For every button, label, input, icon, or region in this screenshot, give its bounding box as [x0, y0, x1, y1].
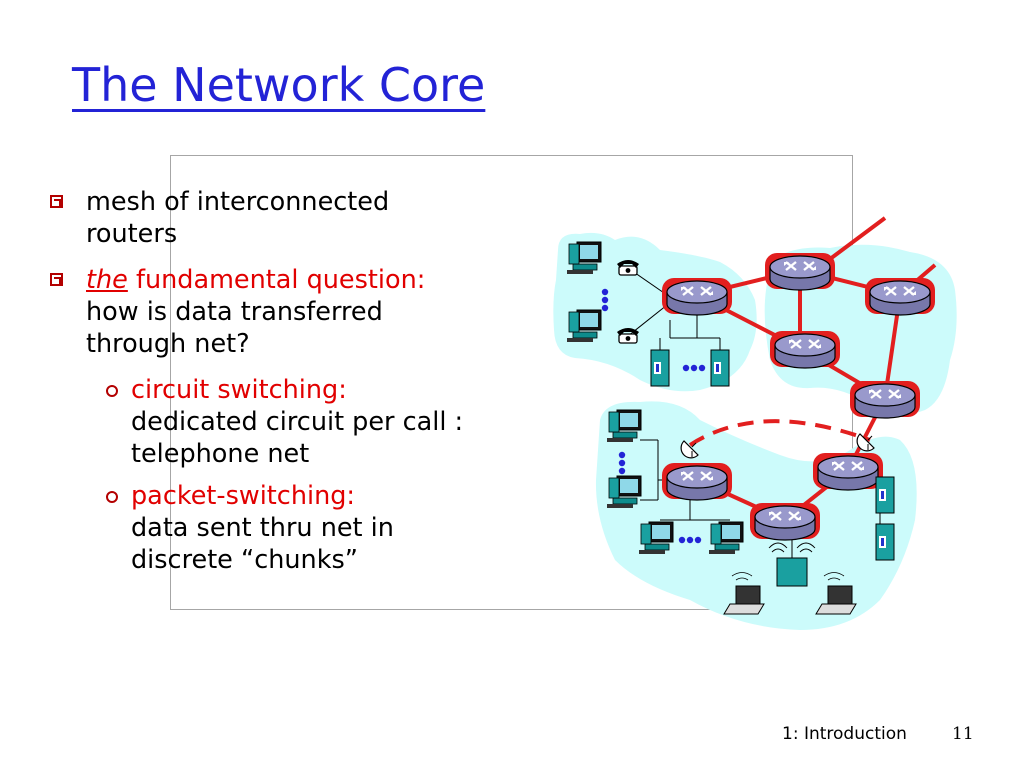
base-station-icon	[768, 542, 816, 587]
bullet-heading: the fundamental question:	[86, 264, 568, 296]
sub-bullet-line: data sent thru net in	[131, 513, 394, 543]
circle-bullet-icon	[106, 385, 118, 397]
bullet-line: through net?	[86, 329, 250, 359]
router-icon	[768, 254, 832, 292]
bullet-line: routers	[86, 219, 178, 249]
telephone-icon	[616, 327, 640, 344]
checkbox-bullet-icon	[50, 195, 63, 208]
bullet-item: mesh of interconnected routers	[48, 186, 568, 250]
server-icon	[710, 349, 730, 387]
sub-bullet-line: discrete “chunks”	[131, 545, 358, 575]
server-icon	[650, 349, 670, 387]
checkbox-bullet-icon	[50, 273, 63, 286]
router-icon	[665, 464, 729, 502]
slide-title: The Network Core	[72, 58, 486, 112]
footer-section-label: 1: Introduction	[782, 724, 907, 744]
bullet-line: how is data transferred	[86, 297, 383, 327]
router-icon	[753, 504, 817, 542]
telephone-icon	[616, 259, 640, 276]
page-number: 11	[952, 724, 974, 744]
router-icon	[853, 382, 917, 420]
bullet-item: the fundamental question: how is data tr…	[48, 264, 568, 360]
network-core-diagram	[553, 216, 957, 630]
bullet-line: mesh of interconnected	[86, 187, 390, 217]
ellipsis-dots	[601, 288, 706, 544]
router-icon	[773, 332, 837, 370]
router-icon	[816, 454, 880, 492]
server-icon	[875, 523, 895, 561]
cloud-left	[553, 232, 757, 392]
sub-bullet-line: telephone net	[131, 439, 310, 469]
router-icon	[665, 279, 729, 317]
sub-bullet-item: circuit switching: dedicated circuit per…	[48, 374, 568, 470]
sub-bullet-item: packet-switching: data sent thru net in …	[48, 480, 568, 576]
emphasis-word: the	[86, 265, 128, 295]
sub-bullet-heading: circuit switching:	[131, 375, 347, 405]
bullet-list: mesh of interconnected routers the funda…	[48, 186, 568, 586]
server-icon	[875, 476, 895, 514]
sub-bullet-line: dedicated circuit per call :	[131, 407, 464, 437]
sub-bullet-heading: packet-switching:	[131, 481, 356, 511]
router-icon	[868, 279, 932, 317]
circle-bullet-icon	[106, 491, 118, 503]
bullet-heading-text: fundamental question:	[127, 265, 426, 295]
